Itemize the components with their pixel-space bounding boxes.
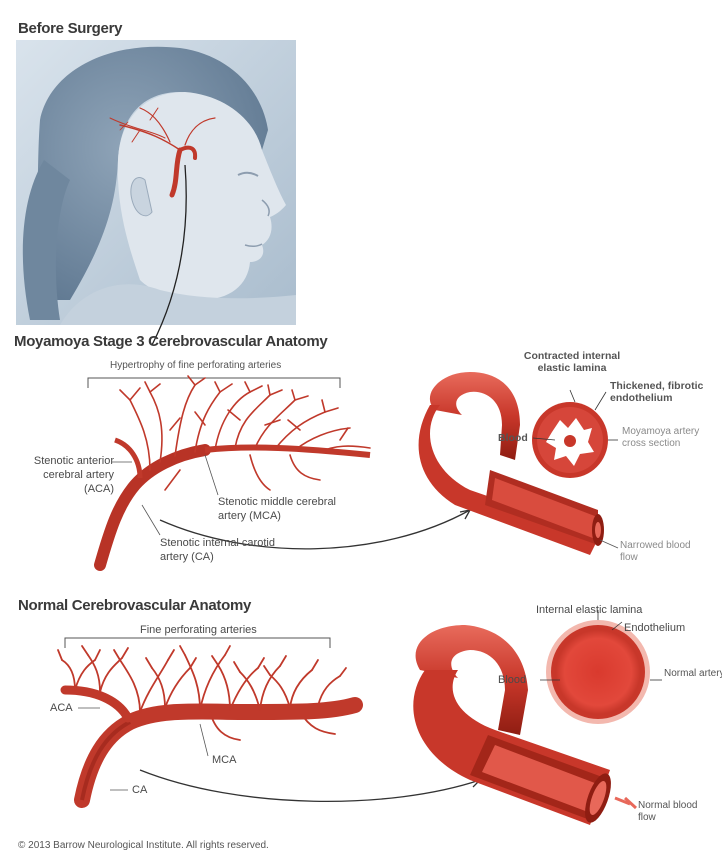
normal-title: Normal Cerebrovascular Anatomy: [18, 597, 251, 614]
copyright-notice: © 2013 Barrow Neurological Institute. Al…: [18, 840, 269, 852]
thickened-endothelium-label: Thickened, fibrotic endothelium: [610, 380, 720, 404]
before-surgery-title: Before Surgery: [18, 20, 122, 37]
moyamoya-cross-section-label: Moyamoya artery cross section: [622, 426, 720, 450]
narrowed-flow-label: Narrowed blood flow: [620, 540, 700, 564]
moyamoya-blood-label: Blood: [498, 432, 528, 444]
contracted-lamina-label: Contracted internal elastic lamina: [512, 350, 632, 374]
mca-label: MCA: [212, 754, 236, 768]
stenotic-mca-label: Stenotic middle cerebral artery (MCA): [218, 496, 348, 524]
endothelium-label: Endothelium: [624, 622, 685, 636]
moyamoya-bracket-label: Hypertrophy of fine perforating arteries: [110, 360, 281, 372]
normal-flow-label: Normal blood flow: [638, 800, 698, 824]
stenotic-aca-label: Stenotic anterior cerebral artery (ACA): [14, 455, 114, 496]
aca-label: ACA: [50, 702, 73, 716]
ca-label: CA: [132, 784, 147, 798]
normal-blood-label: Blood: [498, 674, 526, 688]
moyamoya-title: Moyamoya Stage 3 Cerebrovascular Anatomy: [14, 333, 327, 350]
normal-bracket-label: Fine perforating arteries: [140, 624, 257, 638]
stenotic-ca-label: Stenotic internal carotid artery (CA): [160, 537, 290, 565]
head-illustration: [16, 40, 296, 345]
normal-cross-section-label: Normal artery cross section: [664, 668, 722, 680]
internal-lamina-label: Internal elastic lamina: [536, 604, 676, 618]
moyamoya-cross-section: [532, 390, 618, 478]
